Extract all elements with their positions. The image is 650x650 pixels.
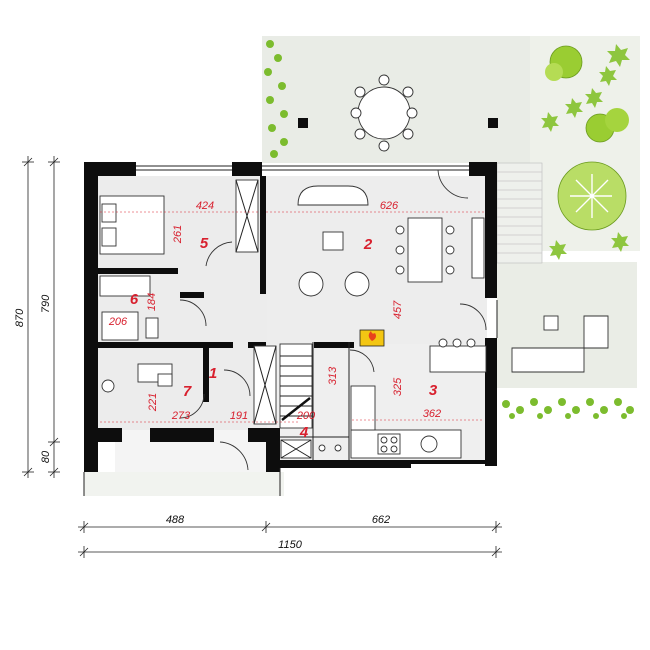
room7-width: 273 [171,410,191,422]
left-total-dimension: 870 [14,308,26,327]
room-number-6: 6 [130,291,139,308]
room-number-7: 7 [183,383,192,400]
left-main-dimension: 790 [40,294,52,313]
room-labels: 1 2 3 4 5 6 7 [130,235,438,441]
room7-depth: 221 [147,393,159,412]
sink [420,435,438,453]
armchair [298,271,324,297]
left-dimension-chain: 870 790 80 [14,156,60,478]
room-number-5: 5 [200,235,209,252]
room-number-1: 1 [209,365,217,382]
kitchen-width: 362 [423,408,441,420]
room-dimensions: 424 261 626 457 206 184 221 273 191 313 … [108,200,441,422]
bath-width: 206 [108,316,128,328]
walls [84,118,498,472]
coffee-table [322,231,344,251]
bottom-dimension-chain: 488 662 1150 [78,514,502,558]
room-number-2: 2 [363,236,373,253]
patio-furniture [350,74,609,373]
wc [145,317,159,339]
sideboard [471,217,485,279]
room-number-3: 3 [429,382,438,399]
hall-width: 191 [230,410,248,422]
stairs [219,343,313,471]
left-small-dimension: 80 [40,450,52,463]
bath-depth: 184 [146,293,158,311]
armchair [344,271,370,297]
room-number-4: 4 [299,424,309,441]
utility-furniture [280,439,342,459]
bottom-right-dimension: 662 [372,514,390,526]
front-step-area [84,472,284,496]
utility-width: 200 [296,410,316,422]
sofa [297,185,369,206]
flame-icon [368,331,376,341]
room7-furniture [101,363,205,419]
bathroom-furniture [99,275,207,341]
bedroom-width: 424 [196,200,214,212]
dining-table [407,217,443,283]
kitchen-depth: 325 [392,377,404,396]
living-depth: 457 [392,300,404,319]
bottom-total-dimension: 1150 [278,539,303,551]
landscaping [264,40,634,419]
kitchen-furniture [349,338,487,459]
kitchen-counter [350,429,462,459]
lounge-sofa [511,315,609,373]
living-furniture [297,169,487,331]
round-table [357,86,411,140]
fireplace [359,329,385,347]
bottom-left-dimension: 488 [166,514,185,526]
kitchen-island [429,345,487,373]
bedroom-furniture [99,179,259,267]
bedroom-depth: 261 [172,225,184,244]
deck-steps [496,162,543,264]
room-dimension-lines [100,211,484,423]
living-width: 626 [380,200,399,212]
partitions [83,165,498,496]
stair-depth: 313 [327,366,339,385]
bathtub [99,275,151,297]
